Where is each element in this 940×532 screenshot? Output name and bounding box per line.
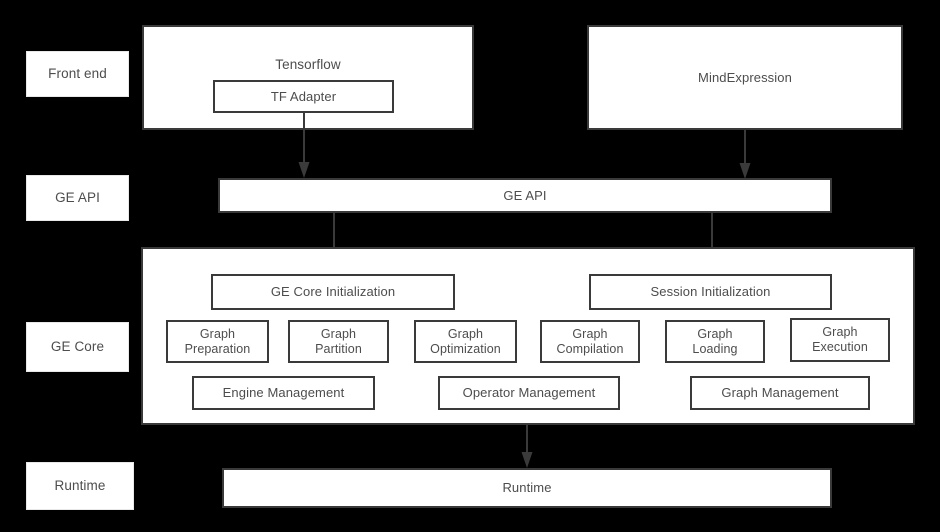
graph-compilation-label: Graph Compilation xyxy=(556,326,624,356)
ge-api-bar-label: GE API xyxy=(503,187,547,203)
tf-adapter-box[interactable]: TF Adapter xyxy=(213,80,394,113)
layer-label-runtime: Runtime xyxy=(26,462,134,510)
graph-partition-label: Graph Partition xyxy=(315,326,362,356)
engine-management-box[interactable]: Engine Management xyxy=(192,376,375,410)
layer-label-front-end-text: Front end xyxy=(48,66,107,82)
graph-preparation-label: Graph Preparation xyxy=(184,326,251,356)
session-initialization-box[interactable]: Session Initialization xyxy=(589,274,832,310)
graph-loading-box[interactable]: Graph Loading xyxy=(665,320,765,363)
graph-management-box[interactable]: Graph Management xyxy=(690,376,870,410)
ge-core-initialization-box[interactable]: GE Core Initialization xyxy=(211,274,455,310)
layer-label-ge-core-text: GE Core xyxy=(50,339,105,355)
graph-optimization-box[interactable]: Graph Optimization xyxy=(414,320,517,363)
ge-core-initialization-label: GE Core Initialization xyxy=(270,284,396,300)
mindexpression-box[interactable]: MindExpression xyxy=(587,25,903,130)
operator-management-label: Operator Management xyxy=(462,385,596,401)
tensorflow-group[interactable]: Tensorflow xyxy=(142,25,474,130)
layer-label-front-end: Front end xyxy=(26,51,129,97)
layer-label-runtime-text: Runtime xyxy=(54,478,106,494)
graph-partition-box[interactable]: Graph Partition xyxy=(288,320,389,363)
runtime-bar[interactable]: Runtime xyxy=(222,468,832,508)
graph-compilation-box[interactable]: Graph Compilation xyxy=(540,320,640,363)
operator-management-box[interactable]: Operator Management xyxy=(438,376,620,410)
graph-management-label: Graph Management xyxy=(721,385,839,401)
runtime-bar-label: Runtime xyxy=(502,480,552,496)
session-initialization-label: Session Initialization xyxy=(650,284,771,300)
arrow-mindexpression-to-ge-api xyxy=(735,129,755,181)
layer-label-ge-core: GE Core xyxy=(26,322,129,372)
graph-preparation-box[interactable]: Graph Preparation xyxy=(166,320,269,363)
engine-management-label: Engine Management xyxy=(222,385,345,401)
mindexpression-label: MindExpression xyxy=(698,69,792,85)
graph-execution-box[interactable]: Graph Execution xyxy=(790,318,890,362)
graph-optimization-label: Graph Optimization xyxy=(430,326,501,356)
layer-label-ge-api-text: GE API xyxy=(55,190,100,206)
layer-label-ge-api: GE API xyxy=(26,175,129,221)
ge-api-bar[interactable]: GE API xyxy=(218,178,832,213)
tf-adapter-label: TF Adapter xyxy=(270,88,337,104)
graph-loading-label: Graph Loading xyxy=(692,326,738,356)
graph-execution-label: Graph Execution xyxy=(812,325,868,354)
tensorflow-label: Tensorflow xyxy=(275,57,341,72)
arrow-ge-core-to-runtime xyxy=(517,425,537,470)
